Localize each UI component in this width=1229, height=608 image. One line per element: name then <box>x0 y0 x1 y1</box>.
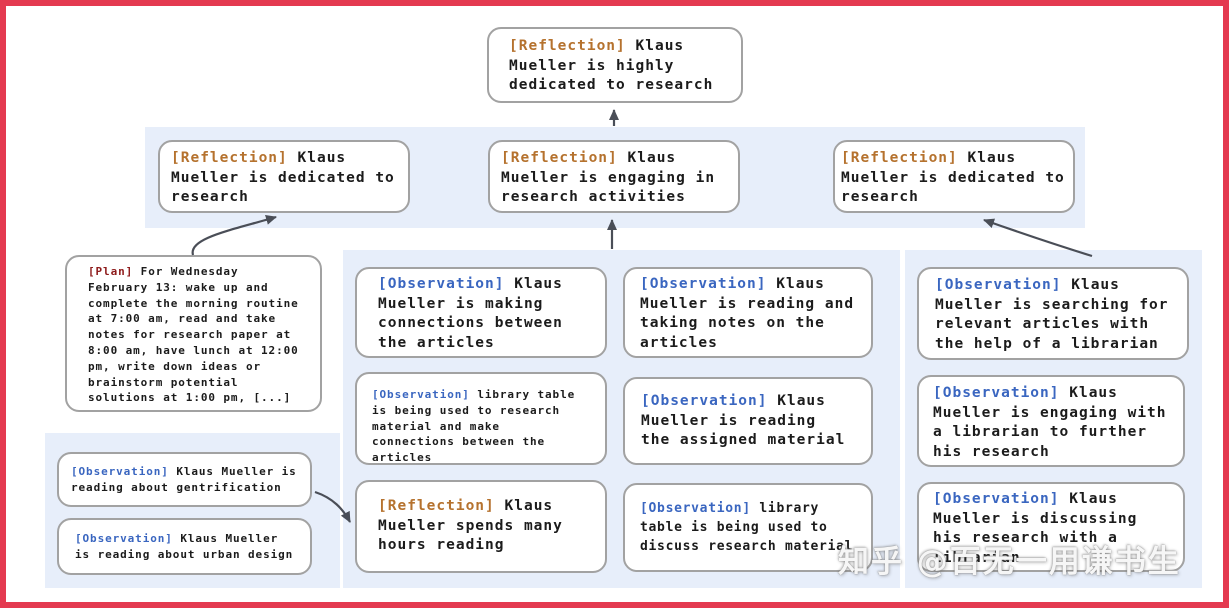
node-observation-engaging-librarian: [Observation] Klaus Mueller is engaging … <box>917 375 1185 467</box>
node-text: Klaus Mueller is searching for relevant … <box>935 277 1169 352</box>
observation-tag: [Observation] <box>71 465 169 478</box>
observation-tag: [Observation] <box>75 532 173 545</box>
node-observation-searching-articles: [Observation] Klaus Mueller is searching… <box>917 267 1189 360</box>
node-observation-discussing-research: [Observation] Klaus Mueller is discussin… <box>917 482 1185 572</box>
node-text: Klaus Mueller is making connections betw… <box>378 276 563 351</box>
node-reflection-middle: [Reflection] Klaus Mueller is engaging i… <box>488 140 740 213</box>
node-text: Klaus Mueller is reading the assigned ma… <box>641 393 846 448</box>
node-observation-gentrification: [Observation] Klaus Mueller is reading a… <box>57 452 312 507</box>
node-text: Klaus Mueller is reading and taking note… <box>640 276 855 351</box>
observation-tag: [Observation] <box>640 276 767 292</box>
node-observation-library-discuss: [Observation] library table is being use… <box>623 483 873 572</box>
node-reflection-hours-reading: [Reflection] Klaus Mueller spends many h… <box>355 480 607 573</box>
node-text: Klaus Mueller is reading about urban des… <box>75 532 294 561</box>
observation-tag: [Observation] <box>641 393 768 409</box>
reflection-tag: [Reflection] <box>509 38 626 54</box>
node-reflection-right: [Reflection] Klaus Mueller is dedicated … <box>833 140 1075 213</box>
reflection-tag: [Reflection] <box>171 150 288 166</box>
node-observation-connections: [Observation] Klaus Mueller is making co… <box>355 267 607 358</box>
observation-tag: [Observation] <box>933 491 1060 507</box>
reflection-tag: [Reflection] <box>378 498 495 514</box>
watermark: 知乎 @百无一用谦书生 <box>838 544 1181 580</box>
node-plan: [Plan] For Wednesday February 13: wake u… <box>65 255 322 412</box>
node-text: Klaus Mueller is engaging in research ac… <box>501 150 716 205</box>
node-reflection-root: [Reflection] Klaus Mueller is highly ded… <box>487 27 743 103</box>
observation-tag: [Observation] <box>935 277 1062 293</box>
reflection-tag: [Reflection] <box>841 150 958 166</box>
reflection-tag: [Reflection] <box>501 150 618 166</box>
node-text: For Wednesday February 13: wake up and c… <box>88 265 299 405</box>
observation-tag: [Observation] <box>933 385 1060 401</box>
node-text: Klaus Mueller is dedicated to research <box>171 150 395 205</box>
observation-tag: [Observation] <box>640 501 751 516</box>
node-reflection-left: [Reflection] Klaus Mueller is dedicated … <box>158 140 410 213</box>
node-observation-assigned-material: [Observation] Klaus Mueller is reading t… <box>623 377 873 465</box>
node-observation-library-research: [Observation] library table is being use… <box>355 372 607 465</box>
node-text: Klaus Mueller is discussing his research… <box>933 491 1138 566</box>
node-text: Klaus Mueller is dedicated to research <box>841 150 1065 205</box>
node-text: library table is being used to discuss r… <box>640 501 854 554</box>
node-observation-taking-notes: [Observation] Klaus Mueller is reading a… <box>623 267 873 358</box>
node-text: Klaus Mueller spends many hours reading <box>378 498 563 553</box>
plan-tag: [Plan] <box>88 265 134 278</box>
observation-tag: [Observation] <box>372 388 470 401</box>
node-observation-urban-design: [Observation] Klaus Mueller is reading a… <box>57 518 312 575</box>
observation-tag: [Observation] <box>378 276 505 292</box>
node-text: library table is being used to research … <box>372 388 576 465</box>
node-text: Klaus Mueller is highly dedicated to res… <box>509 38 714 93</box>
node-text: Klaus Mueller is engaging with a librari… <box>933 385 1167 460</box>
node-text: Klaus Mueller is reading about gentrific… <box>71 465 297 494</box>
